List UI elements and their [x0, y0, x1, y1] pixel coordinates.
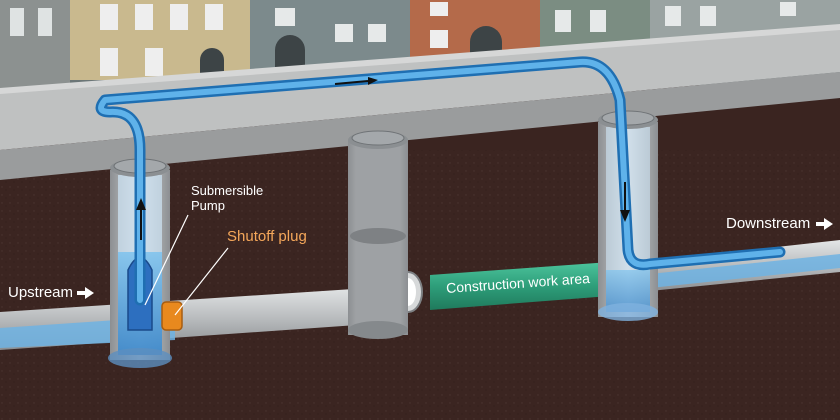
flow-arrow-down — [620, 182, 630, 222]
road-slab-edge — [0, 24, 840, 94]
pump-leader-line — [144, 214, 189, 306]
plug-leader-line — [174, 247, 229, 316]
downstream-label: Downstream — [726, 215, 811, 232]
flow-arrow-top — [334, 77, 378, 85]
submersible-pump-label: Submersible Pump — [191, 183, 264, 213]
upstream-arrow-icon — [77, 287, 94, 299]
shutoff-plug — [161, 301, 183, 331]
downstream-arrow-icon — [816, 218, 833, 230]
flow-arrow-pump-up — [136, 198, 146, 240]
middle-manhole — [348, 130, 408, 339]
construction-work-area-pipe — [430, 262, 610, 310]
road-slab-top — [0, 28, 840, 150]
shutoff-plug-label: Shutoff plug — [227, 228, 307, 245]
road-slab-front — [0, 72, 840, 180]
downstream-flow-water — [650, 254, 840, 288]
upstream-label: Upstream — [8, 284, 74, 301]
